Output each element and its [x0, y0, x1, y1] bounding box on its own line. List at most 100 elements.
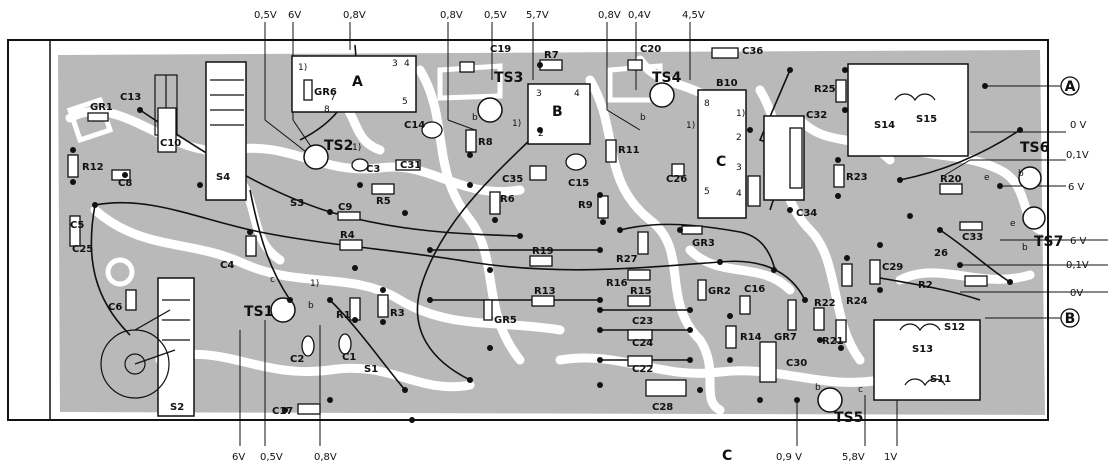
- r21-label: R21: [822, 336, 844, 347]
- ts6-label: TS6: [1020, 140, 1049, 156]
- volt-bottom-2: 0,8V: [314, 452, 337, 463]
- mod-a-pin-8: 8: [324, 105, 330, 115]
- diode-bodies: [87, 79, 797, 331]
- mod-c-pin-4: 4: [736, 189, 742, 199]
- capacitor-bodies: [69, 47, 983, 415]
- r5-label: R5: [376, 196, 391, 207]
- c9-label: C9: [338, 202, 352, 213]
- ts7-pin-b: b: [1022, 243, 1028, 253]
- c8-label: C8: [118, 178, 132, 189]
- volt-top-3: 0,8V: [440, 10, 463, 21]
- r3-label: R3: [390, 308, 405, 319]
- ts3-pin-1: 1): [512, 119, 521, 129]
- s3-label: S3: [290, 198, 304, 209]
- mod-c-pin-1: 1): [736, 109, 745, 119]
- r7-label: R7: [544, 50, 559, 61]
- mod-a-pin-1: 1): [298, 63, 307, 73]
- connector-b-label: B: [1065, 311, 1076, 327]
- volt-bottom-4: 5,8V: [842, 452, 865, 463]
- module-details: [100, 74, 946, 399]
- c3-label: C3: [366, 164, 380, 175]
- ts1-label: TS1: [244, 304, 273, 320]
- volt-top-5: 5,7V: [526, 10, 549, 21]
- gr1-label: GR1: [90, 102, 113, 113]
- r24-label: R24: [846, 296, 868, 307]
- volt-right-5: 0V: [1070, 288, 1083, 299]
- ts3-pin-b: b: [472, 113, 478, 123]
- s2-label: S2: [170, 402, 184, 413]
- r10-label: B10: [716, 78, 738, 89]
- ts5-label: TS5: [834, 410, 863, 426]
- r19-label: R19: [532, 246, 554, 257]
- mod-b-pin-3: 3: [536, 89, 542, 99]
- mod-b-pin-2: 2: [538, 129, 544, 139]
- r1-label: R1: [336, 310, 351, 321]
- r8-label: R8: [478, 137, 493, 148]
- volt-top-2: 0,8V: [343, 10, 366, 21]
- resistor-bodies: [67, 59, 988, 349]
- c23-label: C23: [632, 316, 653, 327]
- mod-b-pin-4: 4: [574, 89, 580, 99]
- c35-label: C35: [502, 174, 523, 185]
- volt-top-1: 6V: [288, 10, 301, 21]
- volt-bottom-0: 6V: [232, 452, 245, 463]
- r4-label: R4: [340, 230, 355, 241]
- r25-label: R25: [814, 84, 836, 95]
- transistor-bodies: [270, 82, 1046, 413]
- ts3-label: TS3: [494, 70, 523, 86]
- c5-label: C5: [70, 220, 84, 231]
- volt-right-3: 6 V: [1070, 236, 1087, 247]
- ts4-label: TS4: [652, 70, 682, 86]
- gr5-label: GR5: [494, 315, 517, 326]
- bottom-mark: C: [722, 448, 732, 464]
- r20-label: R20: [940, 174, 962, 185]
- ts1-pin-1: 1): [310, 279, 319, 289]
- ts6-pin-b: b: [1018, 169, 1024, 179]
- c28-label: C28: [652, 402, 673, 413]
- c16-label: C16: [744, 284, 765, 295]
- mod-a-pin-7: 7: [330, 93, 336, 103]
- s4-label: S4: [216, 172, 230, 183]
- r2-label: R2: [918, 280, 933, 291]
- r27-label: R27: [616, 254, 638, 265]
- volt-bottom-1: 0,5V: [260, 452, 283, 463]
- c30-label: C30: [786, 358, 807, 369]
- c1-label: C1: [342, 352, 356, 363]
- mod-a-pin-5: 5: [402, 97, 408, 107]
- ts5-pin-b: b: [815, 383, 821, 393]
- c4-label: C4: [220, 260, 234, 271]
- gr7-label: GR7: [774, 332, 797, 343]
- ts7-label: TS7: [1034, 234, 1063, 250]
- mod-c-pin-5: 5: [704, 187, 710, 197]
- r11-label: R11: [618, 145, 640, 156]
- pot-26-label: 26: [934, 248, 948, 259]
- volt-top-8: 4,5V: [682, 10, 705, 21]
- r22-label: R22: [814, 298, 836, 309]
- mod-a-pin-3: 3: [392, 59, 398, 69]
- s14-label: S14: [874, 120, 895, 131]
- volt-right-4: 0,1V: [1066, 260, 1089, 271]
- c25-label: C25: [72, 244, 93, 255]
- c26-label: C26: [666, 174, 687, 185]
- mod-c-pin-2: 2: [736, 133, 742, 143]
- r23-label: R23: [846, 172, 868, 183]
- r14-label: R14: [740, 332, 762, 343]
- mod-c-pin-3: 3: [736, 163, 742, 173]
- ts6-pin-e: e: [984, 173, 990, 183]
- c34-label: C34: [796, 208, 817, 219]
- c24-label: C24: [632, 338, 653, 349]
- volt-top-0: 0,5V: [254, 10, 277, 21]
- ts7-pin-e: e: [1010, 219, 1016, 229]
- c33-label: C33: [962, 232, 983, 243]
- gr3-label: GR3: [692, 238, 715, 249]
- mod-a-pin-4: 4: [404, 59, 410, 69]
- mod-c-pin-8: 8: [704, 99, 710, 109]
- s13-label: S13: [912, 344, 933, 355]
- ts5-pin-c: c: [858, 385, 863, 395]
- s11-label: S11: [930, 374, 951, 385]
- c19-label: C19: [490, 44, 511, 55]
- c15-label: C15: [568, 178, 589, 189]
- ts2-label: TS2: [324, 138, 353, 154]
- r9-label: R9: [578, 200, 593, 211]
